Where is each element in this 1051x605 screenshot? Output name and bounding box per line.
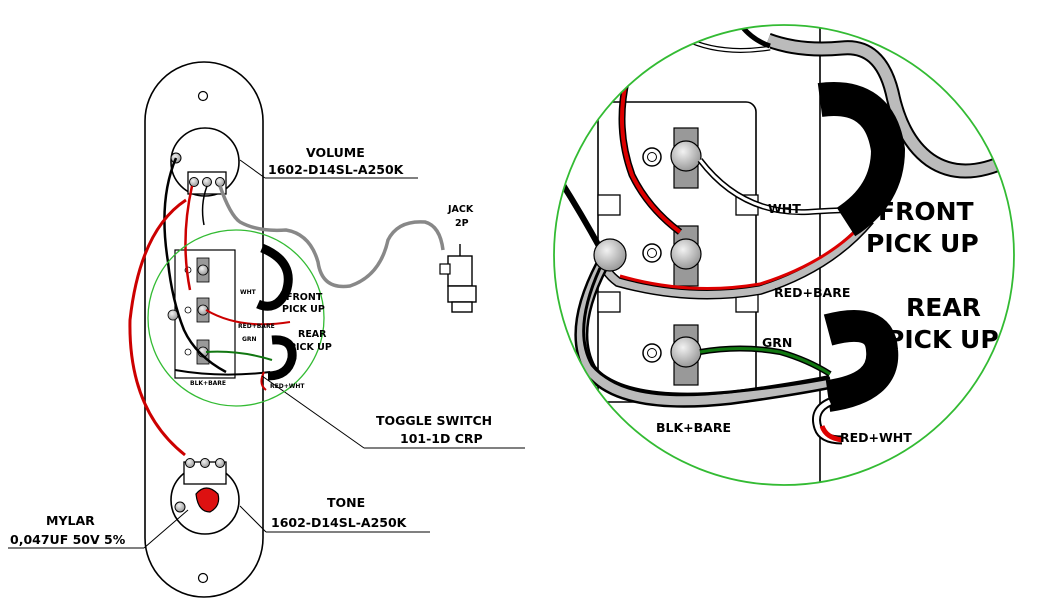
volume-part-number: 1602-D14SL-A250K: [268, 162, 405, 177]
blk-bare-label: BLK+BARE: [656, 420, 731, 435]
red-bare-label: RED+BARE: [774, 285, 850, 300]
front-pickup-label-line1: FRONT: [878, 197, 974, 226]
mylar-part-number: 0,047UF 50V 5%: [10, 532, 126, 547]
rear-pickup-label-small-line1: REAR: [298, 329, 327, 340]
wht-label: WHT: [768, 201, 801, 216]
jack-label: JACK: [447, 204, 474, 215]
front-pickup-label-small-line2: PICK UP: [282, 304, 325, 315]
rear-pickup-label-line2: PICK UP: [886, 325, 999, 354]
switch-lugs-large: [642, 127, 702, 386]
toggle-switch-part-number: 101-1D CRP: [400, 431, 483, 446]
front-pickup-label-line2: PICK UP: [866, 229, 979, 258]
tone-label: TONE: [327, 495, 365, 510]
front-pickup-label-small-line1: FRONT: [286, 292, 323, 303]
volume-pot: [170, 127, 240, 197]
left-wiring: [128, 157, 445, 457]
toggle-switch-label: TOGGLE SWITCH: [376, 413, 492, 428]
front-pickup-coil-small: [256, 243, 293, 311]
red-wht-label: RED+WHT: [840, 430, 912, 445]
front-pickup-coil-large: [817, 82, 906, 237]
red-wht-label-small: RED+WHT: [270, 383, 305, 390]
volume-label: VOLUME: [306, 145, 365, 160]
grn-label: GRN: [762, 335, 792, 350]
capacitor-mylar: [195, 487, 220, 513]
rear-pickup-coil-small: [267, 335, 297, 381]
grn-label-small: GRN: [242, 336, 257, 343]
rear-pickup-label-line1: REAR: [906, 293, 981, 322]
mylar-label: MYLAR: [46, 513, 95, 528]
toggle-leader-line: [261, 375, 365, 449]
plate-screw-hole-bottom: [197, 572, 209, 584]
red-bare-label-small: RED+BARE: [238, 323, 275, 330]
jack-sub-label: 2P: [455, 218, 469, 229]
plate-screw-hole-top: [197, 90, 209, 102]
zoom-circle-large: [553, 24, 1015, 486]
detail-zoom: WHT FRONT PICK UP RED+BARE REAR PICK UP …: [553, 24, 1015, 486]
switch-ground-lug-large: [593, 238, 627, 272]
tone-leader-line: [239, 505, 267, 533]
rear-pickup-coil-large: [823, 310, 899, 412]
rear-pickup-label-small-line2: PICK UP: [289, 342, 332, 353]
mylar-leader-line: [143, 509, 189, 549]
tone-part-number: 1602-D14SL-A250K: [271, 515, 408, 530]
zoom-circle-small: [147, 229, 325, 407]
blk-bare-label-small: BLK+BARE: [190, 380, 226, 387]
volume-leader-line: [239, 159, 266, 179]
wht-label-small: WHT: [240, 289, 257, 296]
output-jack: [439, 244, 477, 313]
